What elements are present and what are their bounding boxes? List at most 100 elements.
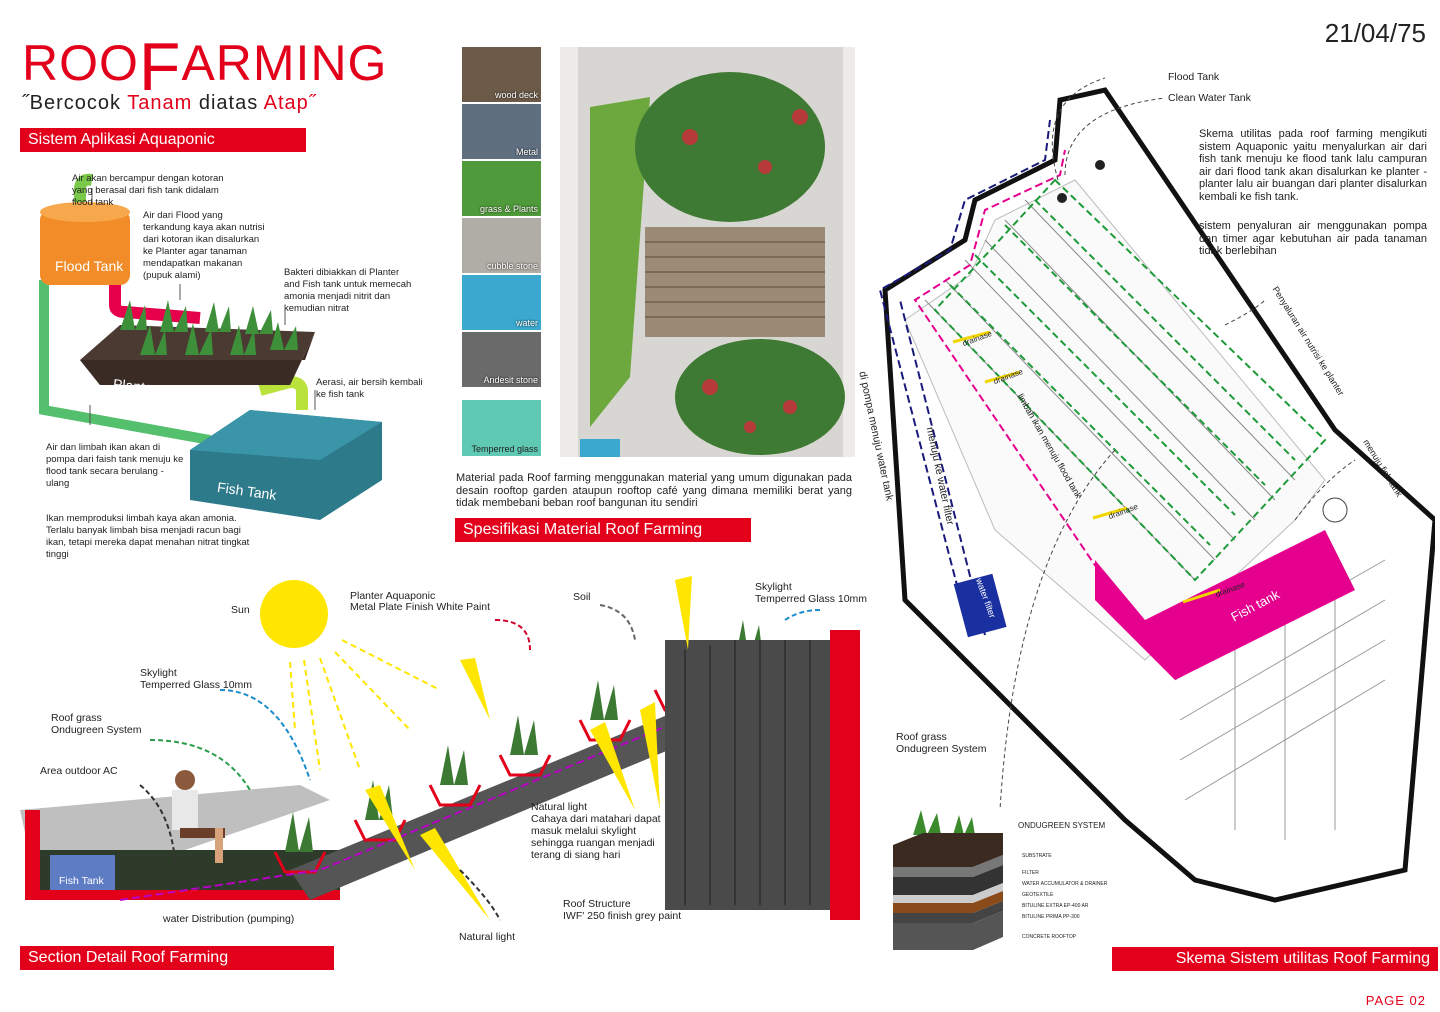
planter-aquaponic-label: Planter Aquaponic bbox=[350, 590, 436, 602]
rooftop-plan bbox=[560, 47, 855, 457]
stack-concrete bbox=[893, 911, 1003, 950]
layer-label: CONCRETE ROOFTOP bbox=[1022, 934, 1077, 940]
fish-tank-top bbox=[190, 410, 382, 460]
schema-desc-1: Skema utilitas pada roof farming mengiku… bbox=[1199, 128, 1427, 203]
swatch-metal: Metal bbox=[462, 104, 541, 159]
page-number: PAGE 02 bbox=[1365, 993, 1426, 1008]
pipe-magenta bbox=[109, 285, 201, 324]
subtitle: ˝Bercocok Tanam diatas Atap˝ bbox=[22, 92, 316, 115]
swatch-grass: grass & Plants bbox=[462, 161, 541, 216]
planter-side bbox=[80, 332, 315, 385]
drainage-arrows bbox=[952, 330, 1221, 604]
plan-plants bbox=[635, 72, 845, 455]
title-part: ARMING bbox=[181, 35, 388, 91]
schema-roof-grass-label: Roof grass bbox=[896, 731, 947, 743]
stack-accumulator bbox=[893, 865, 1003, 895]
title-part: ROO bbox=[22, 35, 139, 91]
fish-tank-box bbox=[50, 855, 115, 890]
aquaponic-banner: Sistem Aplikasi Aquaponic bbox=[20, 128, 306, 152]
pipe-green bbox=[74, 173, 93, 210]
person-figure bbox=[172, 770, 225, 863]
roof-structure-label: Roof Structure bbox=[563, 898, 631, 910]
stack-plants bbox=[913, 810, 975, 835]
structure-wall bbox=[830, 630, 860, 920]
subtitle-part: ˝Bercocok bbox=[22, 92, 128, 114]
layer-label: WATER ACCUMULATOR & DRAINER bbox=[1022, 881, 1108, 887]
schema-diagram bbox=[878, 77, 1435, 903]
pipe-lime bbox=[258, 375, 308, 410]
section-callouts bbox=[139, 604, 821, 921]
section-fish-tank-label: Fish Tank bbox=[59, 875, 104, 887]
subtitle-part: diatas bbox=[192, 92, 264, 114]
planter-label: Planter bbox=[112, 375, 159, 397]
skylight-1-glass-label: Temperred Glass 10mm bbox=[140, 679, 253, 691]
section-base bbox=[40, 890, 340, 900]
fish-tank-shape bbox=[1095, 530, 1355, 680]
navy-pipe-2 bbox=[899, 299, 986, 636]
swatch-label: cubble stone bbox=[486, 261, 538, 271]
aquaponic-diagram bbox=[39, 173, 382, 520]
clean-water-callout: Clean Water Tank bbox=[1168, 92, 1251, 104]
roof-structure-finish: IWF' 250 finish grey paint bbox=[563, 910, 682, 922]
swatch-label: water bbox=[515, 318, 538, 328]
section-banner: Section Detail Roof Farming bbox=[20, 946, 334, 970]
pipe-green bbox=[39, 280, 211, 445]
magenta-pipe bbox=[913, 149, 1106, 581]
water-filter-box bbox=[953, 573, 1007, 638]
plan-grass bbox=[590, 97, 650, 427]
swatch-cubble: cubble stone bbox=[462, 218, 541, 273]
title-part: F bbox=[138, 29, 182, 105]
swatch-wood: wood deck bbox=[462, 47, 541, 102]
section-diagram bbox=[20, 576, 860, 921]
note-6: Ikan memproduksi limbah kaya akan amonia… bbox=[46, 513, 250, 560]
note-1: Air akan bercampur dengan kotoran yang b… bbox=[72, 173, 224, 208]
plan-deck bbox=[645, 227, 825, 337]
materials-banner: Spesifikasi Material Roof Farming bbox=[455, 518, 751, 542]
materials-description: Material pada Roof farming menggunakan m… bbox=[456, 472, 852, 509]
flood-tank-label: Flood Tank bbox=[55, 258, 124, 274]
flood-tank-callout: Flood Tank bbox=[1168, 71, 1220, 83]
subtitle-part: Atap˝ bbox=[263, 92, 317, 114]
swatch-label: Andesit stone bbox=[483, 375, 538, 385]
layer-label: GEOTEXTILE bbox=[1022, 892, 1054, 898]
roof-plane bbox=[904, 179, 1326, 661]
skylight-2-label: Skylight bbox=[755, 581, 792, 593]
outdoor-ac-label: Area outdoor AC bbox=[40, 765, 118, 777]
ondugreen-title: ONDUGREEN SYSTEM bbox=[1018, 821, 1106, 830]
flood-tank-top bbox=[40, 202, 130, 222]
swatch-water: water bbox=[462, 275, 541, 330]
date: 21/04/75 bbox=[1324, 18, 1426, 48]
stack-bituline-extra bbox=[893, 891, 1003, 913]
sun-label: Sun bbox=[231, 604, 250, 616]
layer-label: SUBSTRATE bbox=[1022, 853, 1052, 859]
structure-lines bbox=[684, 640, 811, 905]
callout-arrows bbox=[89, 188, 316, 425]
swatch-label: wood deck bbox=[494, 90, 538, 100]
plan-deck-lines bbox=[645, 241, 825, 318]
layer-label: BITULINE PRIMA PP-300 bbox=[1022, 914, 1080, 920]
swatch-glass: Temperred glass bbox=[462, 400, 541, 456]
stack-bituline-prima bbox=[893, 901, 1003, 923]
water-distribution-line bbox=[119, 649, 851, 901]
skylight-2-glass-label: Temperred Glass 10mm bbox=[755, 593, 868, 605]
swatch-label: grass & Plants bbox=[479, 204, 538, 214]
schema-callouts bbox=[999, 77, 1356, 811]
note-4: Aerasi, air bersih kembali ke fish tank bbox=[316, 377, 423, 400]
tank-circle bbox=[1322, 497, 1348, 523]
water-distribution-label: water Distribution (pumping) bbox=[163, 913, 295, 925]
sun-shape bbox=[260, 580, 328, 648]
roof-grass-label: Roof grass bbox=[51, 712, 102, 724]
natural-light-2-label: Natural light bbox=[459, 931, 516, 943]
soil-label: Soil bbox=[573, 591, 591, 603]
ondugreen-stack bbox=[893, 810, 1003, 950]
natural-light-label: Natural light bbox=[531, 801, 588, 813]
roof-structure bbox=[665, 640, 830, 910]
sun-rays bbox=[289, 639, 441, 771]
swatch-label: Metal bbox=[515, 147, 538, 157]
navy-pipe bbox=[878, 119, 1051, 636]
layer-label: BITULINE EXTRA EP-400 AR bbox=[1022, 903, 1089, 909]
note-3: Bakteri dibiakkan di Planter and Fish ta… bbox=[284, 267, 412, 314]
ondugreen-label: Ondugreen System bbox=[51, 724, 142, 736]
tank-dot bbox=[1095, 160, 1105, 170]
layer-label: FILTER bbox=[1022, 870, 1039, 876]
